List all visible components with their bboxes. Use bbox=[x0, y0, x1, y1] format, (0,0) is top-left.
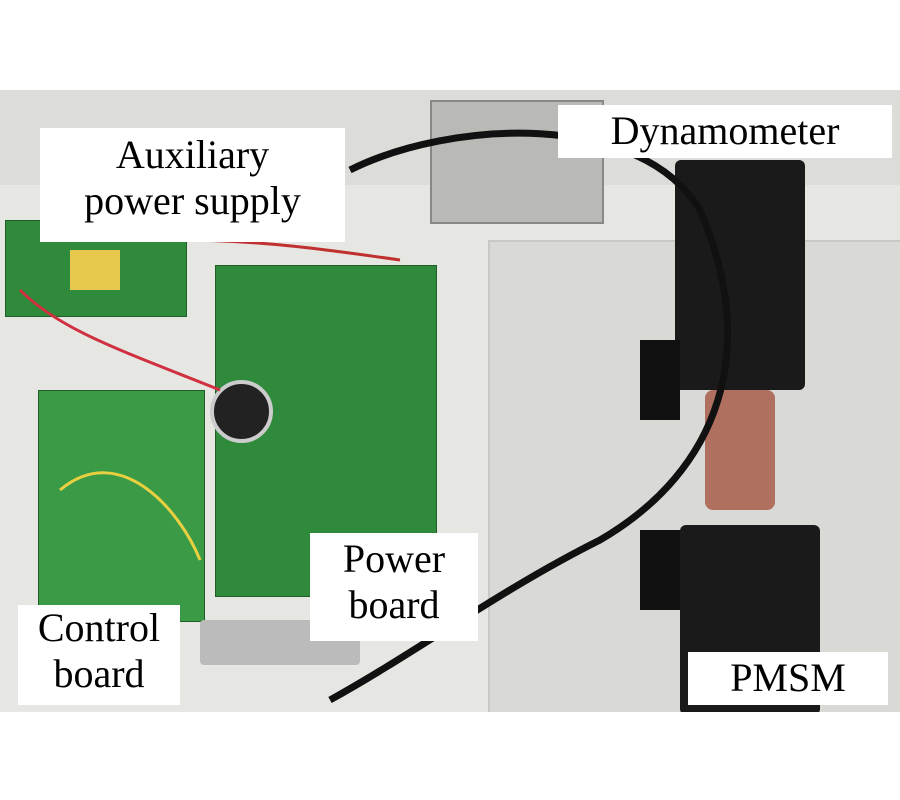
label-line: board bbox=[53, 651, 145, 696]
label-line: Auxiliary bbox=[115, 132, 270, 177]
label-dynamometer: Dynamometer bbox=[558, 105, 892, 158]
label-pmsm: PMSM bbox=[688, 652, 888, 705]
transformer bbox=[70, 250, 120, 290]
label-line: power supply bbox=[84, 178, 301, 223]
capacitor bbox=[210, 380, 273, 443]
label-power-board: Power board bbox=[310, 533, 478, 641]
motor-bracket bbox=[640, 530, 680, 610]
control-board-pcb bbox=[38, 390, 205, 622]
dynamometer-motor bbox=[675, 160, 805, 390]
label-line: board bbox=[348, 582, 440, 627]
test-bench-photo bbox=[0, 90, 900, 712]
label-line: Control bbox=[37, 605, 161, 650]
label-line: Power bbox=[342, 536, 446, 581]
label-control-board: Control board bbox=[18, 605, 180, 705]
motor-bracket bbox=[640, 340, 680, 420]
label-auxiliary-power-supply: Auxiliary power supply bbox=[40, 128, 345, 242]
